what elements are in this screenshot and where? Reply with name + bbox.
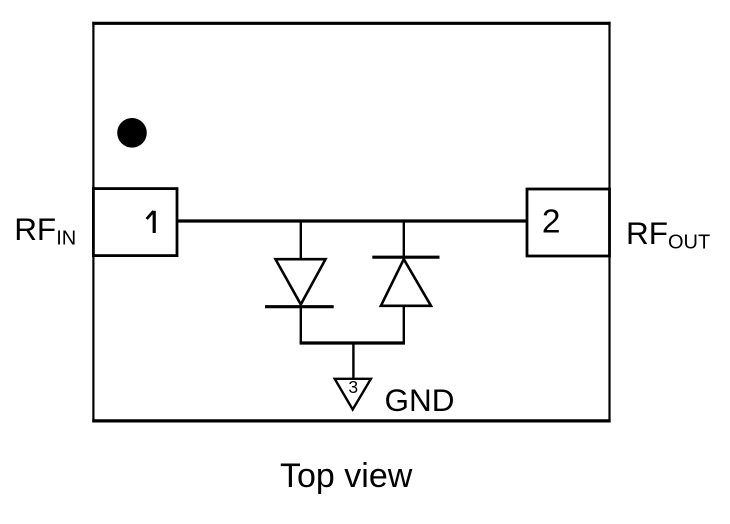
svg-text:2: 2	[542, 204, 561, 241]
svg-text:Top view: Top view	[280, 457, 413, 495]
svg-text:3: 3	[348, 377, 358, 397]
svg-text:GND: GND	[385, 382, 455, 418]
